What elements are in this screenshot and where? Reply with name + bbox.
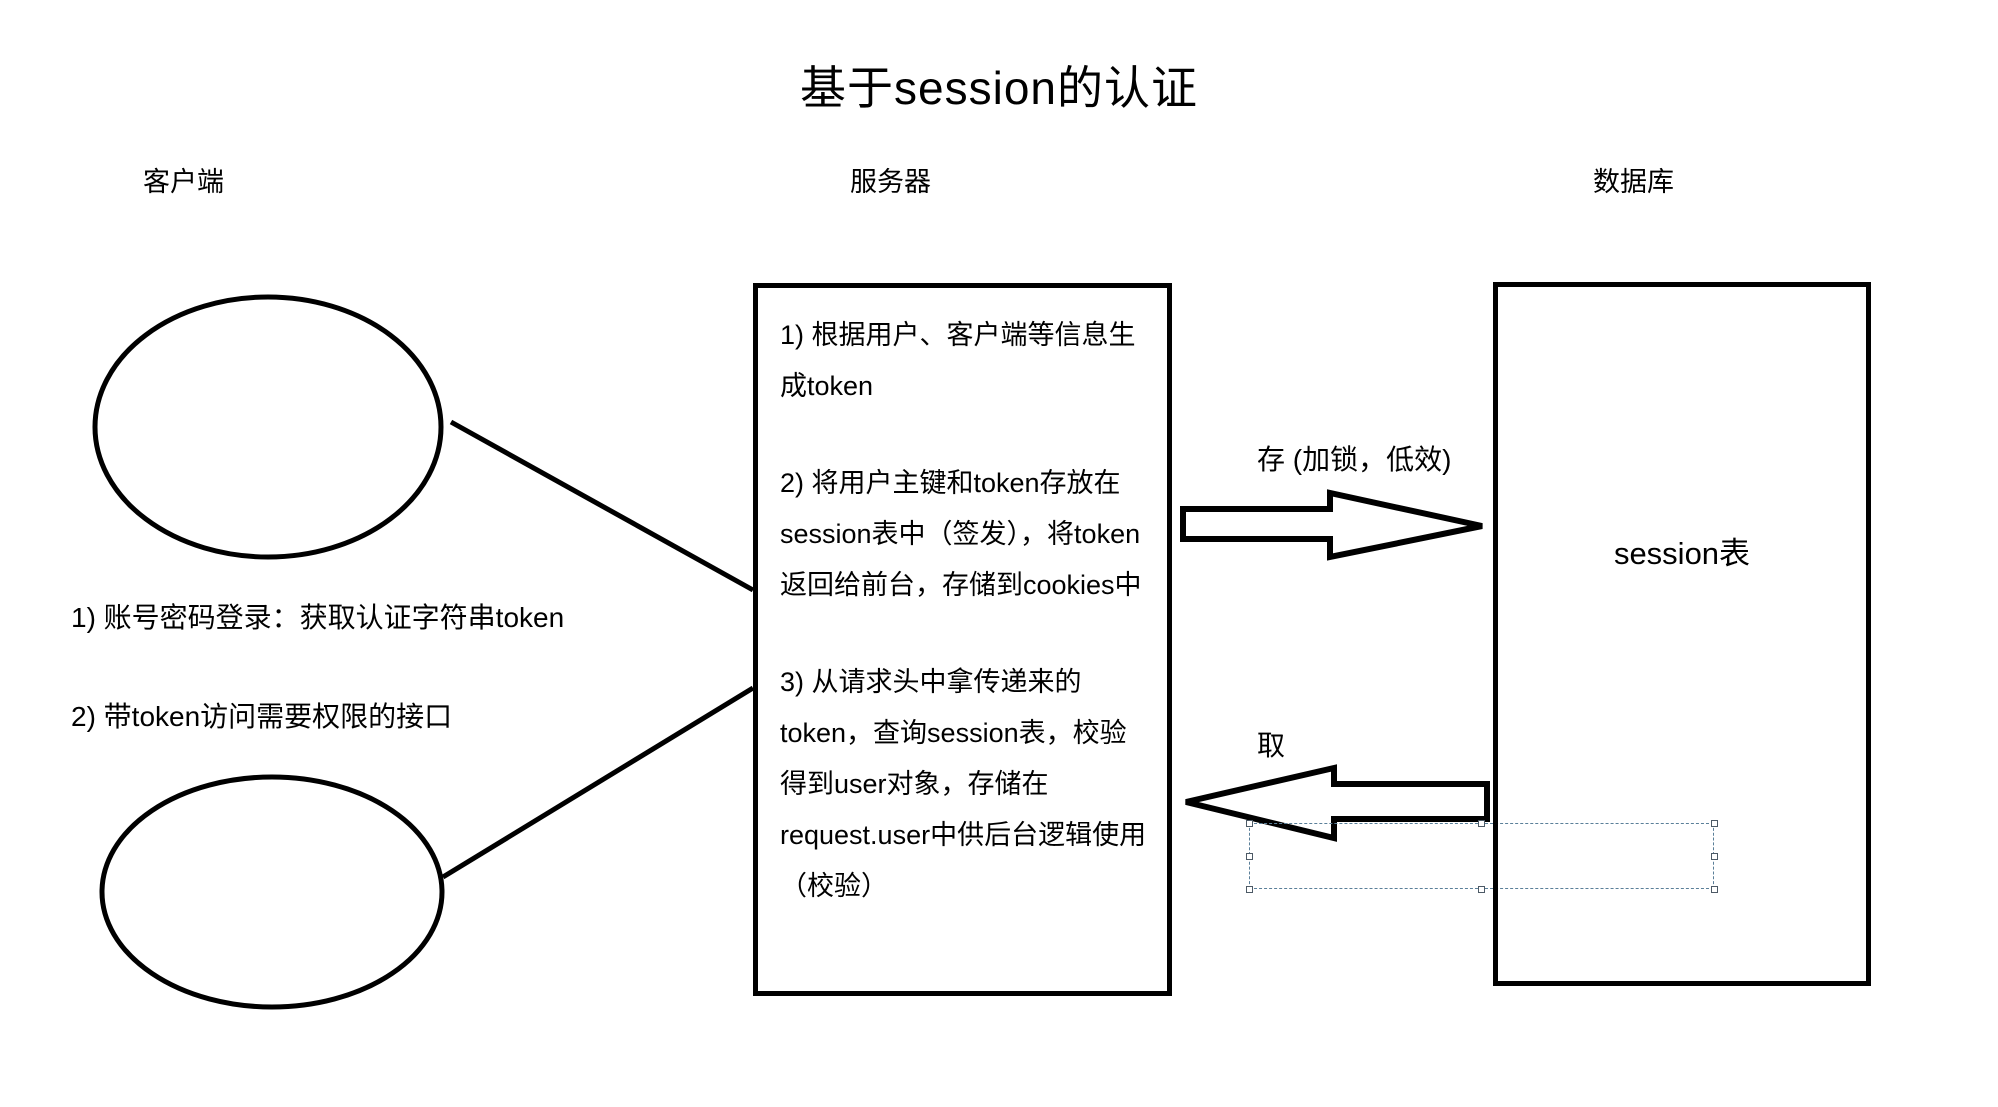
server-box[interactable]: 1) 根据用户、客户端等信息生成token 2) 将用户主键和token存放在s… xyxy=(753,283,1172,996)
selection-handle-top-middle[interactable] xyxy=(1478,820,1485,827)
selection-handle-middle-left[interactable] xyxy=(1246,853,1253,860)
store-arrow[interactable] xyxy=(1180,489,1483,561)
selection-handle-bottom-right[interactable] xyxy=(1711,886,1718,893)
selection-handle-top-left[interactable] xyxy=(1246,820,1253,827)
fetch-arrow-label: 取 xyxy=(1257,730,1286,761)
server-step-3-text: 3) 从请求头中拿传递来的token，查询session表，校验得到user对象… xyxy=(780,667,1147,901)
connector-line-top[interactable] xyxy=(449,419,755,593)
fetch-arrow[interactable] xyxy=(1185,764,1490,842)
diagram-title: 基于session的认证 xyxy=(800,62,1198,114)
selection-handle-top-right[interactable] xyxy=(1711,820,1718,827)
store-arrow-label: 存 (加锁，低效) xyxy=(1257,444,1452,475)
server-step-2-text: 2) 将用户主键和token存放在session表中（签发），将token返回给… xyxy=(780,468,1142,600)
client-ellipse-bottom[interactable] xyxy=(99,774,445,1010)
column-label-client: 客户端 xyxy=(143,167,224,197)
database-box-label: session表 xyxy=(1613,536,1751,571)
selection-handle-bottom-middle[interactable] xyxy=(1478,886,1485,893)
column-label-database: 数据库 xyxy=(1593,167,1674,197)
column-label-server: 服务器 xyxy=(850,167,931,197)
selection-handle-middle-right[interactable] xyxy=(1711,853,1718,860)
client-step-2-text: 2) 带token访问需要权限的接口 xyxy=(71,701,453,732)
server-step-1-text: 1) 根据用户、客户端等信息生成token xyxy=(780,320,1136,401)
selection-handle-bottom-left[interactable] xyxy=(1246,886,1253,893)
connector-line-bottom[interactable] xyxy=(441,685,755,880)
client-step-1-text: 1) 账号密码登录：获取认证字符串token xyxy=(71,602,565,633)
client-ellipse-top[interactable] xyxy=(92,294,444,560)
database-box[interactable] xyxy=(1493,282,1871,986)
